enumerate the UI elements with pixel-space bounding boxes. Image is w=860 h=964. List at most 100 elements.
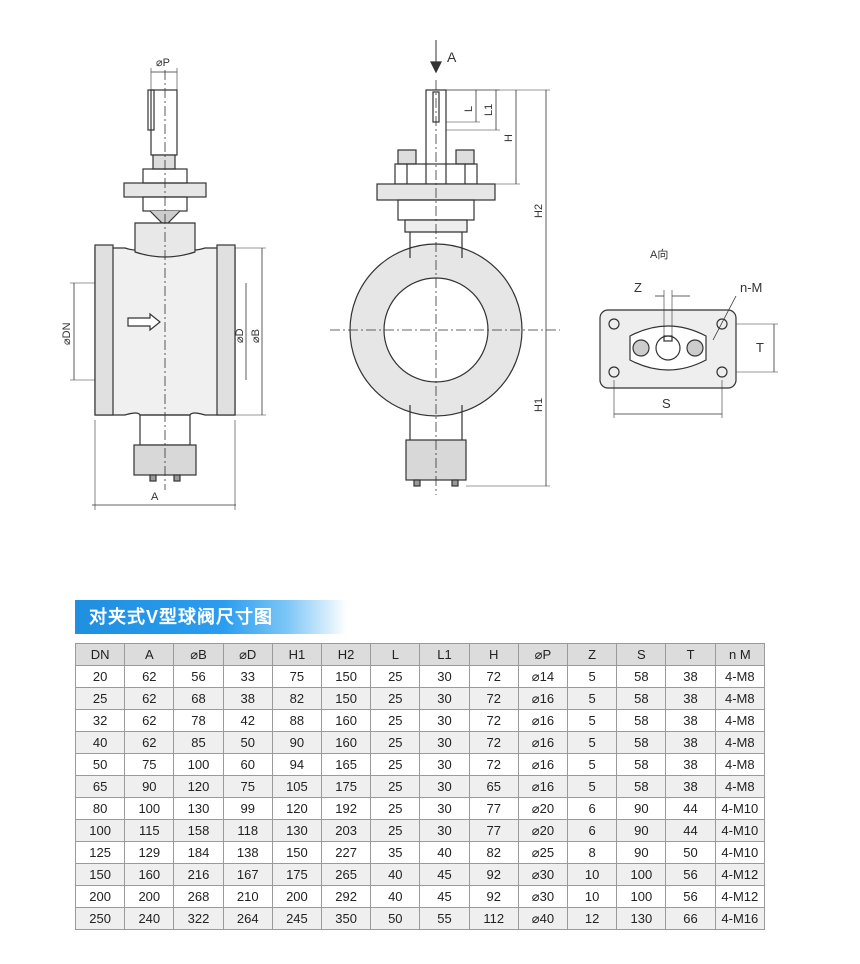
table-cell: 175 [321,775,372,798]
col-header: S [616,643,667,666]
table-cell: 250 [74,907,126,930]
table-cell: 44 [665,797,716,820]
table-cell: 38 [665,753,716,776]
table-cell: 118 [222,819,273,842]
table-cell: 25 [74,687,126,710]
table-cell: 5 [567,687,618,710]
table-cell: 72 [468,665,519,688]
label-z: Z [634,280,642,295]
table-cell: 203 [321,819,372,842]
col-header: n M [714,643,766,666]
table-cell: 78 [173,709,224,732]
table-cell: 30 [419,797,470,820]
table-cell: 58 [616,665,667,688]
table-cell: 6 [567,819,618,842]
col-header: L [370,643,421,666]
table-cell: 200 [74,885,126,908]
table-cell: 25 [370,797,421,820]
table-cell: 90 [124,775,175,798]
col-header: ⌀B [173,643,224,666]
col-header: ⌀P [517,643,569,666]
table-cell: 75 [124,753,175,776]
table-cell: 38 [665,775,716,798]
table-cell: ⌀16 [517,687,569,710]
label-h2: H2 [533,204,545,218]
table-cell: 292 [321,885,372,908]
label-phi-b: ⌀B [250,329,262,343]
table-cell: 92 [468,885,519,908]
table-cell: 125 [74,841,126,864]
table-cell: 42 [222,709,273,732]
label-l: L [463,106,475,112]
table-cell: 4-M8 [714,665,766,688]
table-cell: 4-M10 [714,841,766,864]
table-cell: ⌀16 [517,709,569,732]
label-n-m: n-M [740,280,762,295]
table-cell: 25 [370,775,421,798]
table-cell: 160 [321,709,372,732]
label-view-a: A向 [650,247,668,261]
table-cell: 90 [616,797,667,820]
table-cell: 56 [665,863,716,886]
table-cell: 82 [271,687,323,710]
table-cell: 33 [222,665,273,688]
table-cell: 160 [124,863,175,886]
table-cell: 77 [468,819,519,842]
table-cell: 167 [222,863,273,886]
table-cell: 38 [665,687,716,710]
table-cell: ⌀20 [517,797,569,820]
table-cell: 65 [74,775,126,798]
table-header-row: DN A ⌀B ⌀D H1 H2 L L1 H ⌀P Z S T n M [74,643,766,666]
table-cell: 40 [74,731,126,754]
table-cell: 8 [567,841,618,864]
table-cell: 4-M10 [714,797,766,820]
table-cell: 94 [271,753,323,776]
table-cell: 4-M12 [714,885,766,908]
table-cell: 100 [124,797,175,820]
table-cell: 40 [370,885,421,908]
valve-technical-drawing: ⌀P ⌀DN ⌀D ⌀B A A L L1 H H2 H1 A向 Z n-M T… [61,40,778,510]
table-cell: 62 [124,687,175,710]
label-h1: H1 [533,398,545,412]
table-cell: 30 [419,775,470,798]
table-cell: 40 [370,863,421,886]
table-cell: 82 [468,841,519,864]
table-cell: 100 [74,819,126,842]
table-cell: 25 [370,709,421,732]
table-cell: 120 [173,775,224,798]
table-cell: 112 [468,907,519,930]
table-cell: 50 [222,731,273,754]
col-header: H1 [271,643,323,666]
table-cell: 85 [173,731,224,754]
table-cell: 45 [419,863,470,886]
table-cell: 150 [271,841,323,864]
table-cell: 227 [321,841,372,864]
table-cell: 192 [321,797,372,820]
table-cell: 90 [616,841,667,864]
table-cell: 50 [74,753,126,776]
table-cell: 68 [173,687,224,710]
table-cell: 58 [616,687,667,710]
table-cell: 30 [419,687,470,710]
table-cell: 130 [173,797,224,820]
table-cell: 175 [271,863,323,886]
table-cell: 6 [567,797,618,820]
table-cell: 4-M16 [714,907,766,930]
table-cell: 138 [222,841,273,864]
table-cell: 35 [370,841,421,864]
table-cell: 30 [419,731,470,754]
col-header: Z [567,643,618,666]
table-cell: 30 [419,709,470,732]
table-cell: 4-M8 [714,753,766,776]
table-cell: 25 [370,665,421,688]
table-cell: 150 [74,863,126,886]
table-cell: 99 [222,797,273,820]
table-cell: 90 [271,731,323,754]
table-cell: 268 [173,885,224,908]
table-cell: 350 [321,907,372,930]
table-cell: 200 [271,885,323,908]
table-cell: 129 [124,841,175,864]
